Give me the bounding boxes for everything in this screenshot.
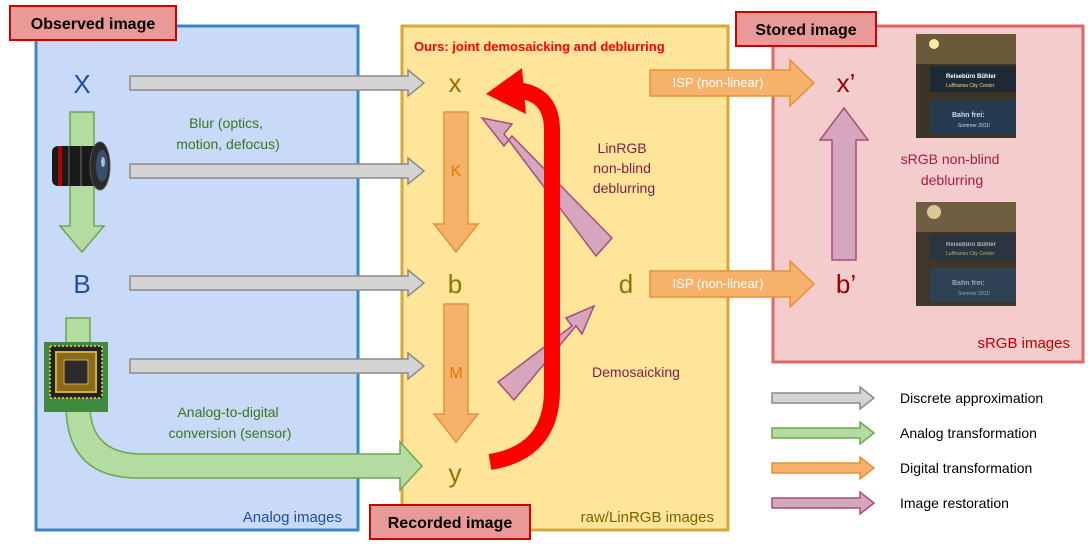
legend-item-restoration: Image restoration: [771, 490, 1009, 516]
blur-label-line-1: Blur (optics,: [189, 115, 263, 131]
blur-label: Blur (optics, motion, defocus): [176, 115, 280, 152]
image-sensor-icon: [44, 342, 108, 412]
blurred-photo-line-3: Bahn frei:: [952, 280, 985, 287]
symbol-y: y: [449, 458, 462, 488]
stored-image-tag: Stored image: [755, 22, 856, 39]
raw-panel-footer: raw/LinRGB images: [581, 509, 714, 526]
blur-label-line-2: motion, defocus): [176, 136, 280, 152]
adc-label-line-1: Analog-to-digital: [177, 404, 278, 420]
digital-arrow-M: [432, 303, 480, 444]
discrete-arrow-sensor-M: [129, 351, 426, 381]
joint-demosaicking-deblurring-arrow: [486, 68, 560, 470]
observed-image-tag-box: [9, 5, 177, 41]
isp-label-top: ISP (non-linear): [673, 75, 764, 90]
camera-lens-icon: [52, 141, 111, 191]
demosaicking-label: Demosaicking: [592, 364, 680, 380]
linrgb-label-line-2: non-blind: [593, 160, 651, 176]
legend-label-digital: Digital transformation: [900, 460, 1032, 476]
blurred-photo-thumbnail: Reisebüro Bühler Lufthansa City Center B…: [916, 202, 1016, 306]
srgb-label-line-2: deblurring: [921, 172, 983, 188]
discrete-arrow-B-b: [129, 268, 426, 298]
sharp-photo-line-2: Lufthansa City Center: [946, 83, 995, 89]
joint-method-header: Ours: joint demosaicking and deblurring: [414, 39, 665, 54]
sharp-photo-line-3: Bahn frei:: [952, 112, 985, 119]
symbol-B: B: [73, 269, 90, 299]
legend-item-analog: Analog transformation: [771, 420, 1037, 446]
analog-arrow-B-y: [65, 317, 424, 492]
symbol-b: b: [448, 269, 462, 299]
adc-label: Analog-to-digital conversion (sensor): [169, 404, 292, 441]
legend-label-restoration: Image restoration: [900, 495, 1009, 511]
linrgb-label-line-1: LinRGB: [598, 140, 647, 156]
discrete-arrow-blur-K: [129, 156, 426, 186]
legend-item-digital: Digital transformation: [771, 455, 1032, 481]
symbol-d: d: [619, 269, 633, 299]
blurred-photo-line-2: Lufthansa City Center: [946, 251, 995, 257]
discrete-arrow-X-x: [129, 68, 426, 98]
stored-image-tag-box: [735, 11, 877, 47]
operator-M: M: [449, 365, 462, 382]
sharp-photo-thumbnail: Reisebüro Bühler Lufthansa City Center B…: [916, 34, 1016, 138]
symbol-x: x: [449, 68, 462, 98]
legend: Discrete approximation Analog transforma…: [771, 385, 1043, 516]
isp-arrow-top: [649, 58, 816, 108]
adc-label-line-2: conversion (sensor): [169, 425, 292, 441]
srgb-panel-footer: sRGB images: [977, 335, 1070, 352]
isp-arrow-bottom: [649, 259, 816, 309]
srgb-deblurring-label: sRGB non-blind deblurring: [901, 151, 1004, 188]
legend-label-discrete: Discrete approximation: [900, 390, 1043, 406]
operator-K: K: [451, 163, 462, 180]
analog-panel-footer: Analog images: [243, 509, 342, 526]
blurred-photo-line-1: Reisebüro Bühler: [946, 242, 997, 248]
isp-label-bottom: ISP (non-linear): [673, 276, 764, 291]
sharp-photo-line-1: Reisebüro Bühler: [946, 74, 997, 80]
symbol-b-prime: b’: [836, 269, 856, 299]
recorded-image-tag: Recorded image: [388, 515, 513, 532]
observed-image-tag: Observed image: [31, 16, 156, 33]
digital-arrow-K: [432, 111, 480, 254]
legend-label-analog: Analog transformation: [900, 425, 1037, 441]
sharp-photo-line-4: Sommer 2011!: [958, 123, 990, 129]
symbol-X: X: [73, 69, 90, 99]
recorded-image-tag-box: [369, 504, 531, 540]
linrgb-label-line-3: deblurring: [593, 180, 655, 196]
legend-item-discrete: Discrete approximation: [771, 385, 1043, 411]
srgb-deblurring-arrow: [818, 106, 870, 261]
blurred-photo-line-4: Sommer 2011!: [958, 291, 990, 297]
linrgb-deblurring-label: LinRGB non-blind deblurring: [593, 140, 655, 196]
symbol-x-prime: x’: [837, 68, 856, 98]
srgb-label-line-1: sRGB non-blind: [901, 151, 1000, 167]
